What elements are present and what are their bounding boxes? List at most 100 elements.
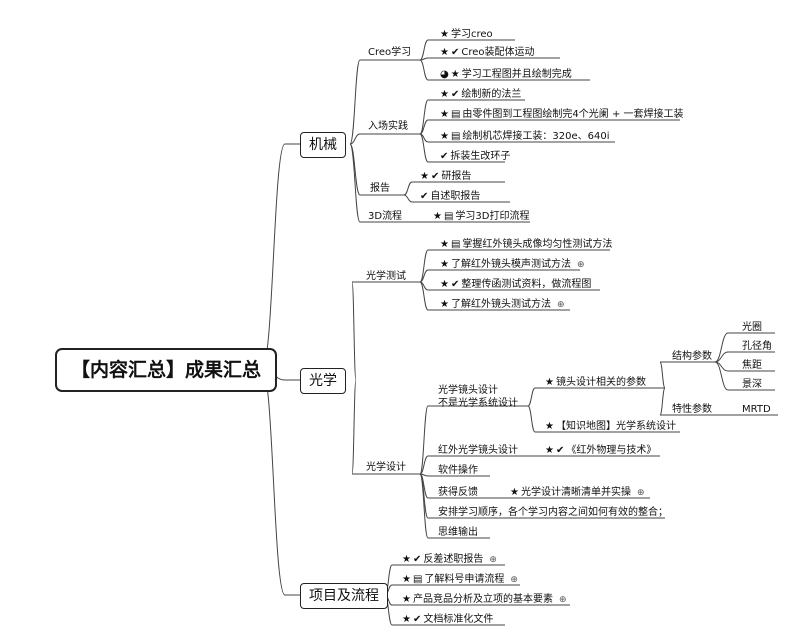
check-circle-icon: ✔ (420, 191, 429, 202)
check-circle-icon: ✔ (450, 279, 460, 290)
struct-item-1[interactable]: 光圈 (742, 322, 762, 333)
link-icon: ⊕ (556, 300, 565, 310)
connector (419, 133, 436, 163)
report-item-2[interactable]: ✔自述职报告 (420, 191, 481, 202)
link-icon: ⊕ (510, 575, 518, 585)
project-item-3[interactable]: ★产品竞品分析及立项的基本要素⊕ (402, 594, 567, 605)
perf-params[interactable]: 特性参数 (672, 404, 712, 415)
creo-item-1[interactable]: ★学习creo (440, 29, 493, 40)
check-circle-icon: ✔ (440, 151, 449, 162)
star-icon: ★ (440, 89, 449, 100)
lens-design[interactable]: 光学镜头设计 不是光学系统设计 (438, 385, 518, 409)
onboarding-item-3[interactable]: ★▤绘制机芯焊接工装：320e、640i (440, 131, 610, 142)
document-icon: ▤ (450, 109, 461, 120)
connector (419, 473, 434, 539)
ir-design[interactable]: 红外光学镜头设计 (438, 445, 518, 456)
connector (527, 387, 541, 407)
star-icon: ★ (440, 279, 449, 290)
pie-progress-icon: ◕ (440, 69, 449, 80)
check-circle-icon: ✔ (430, 171, 440, 182)
creo-item-3[interactable]: ◕★学习工程图并且绘制完成 (440, 69, 572, 80)
star-icon: ★ (433, 211, 442, 222)
connector (261, 367, 300, 596)
root-node[interactable]: 【内容汇总】成果汇总 (55, 348, 278, 392)
connector (351, 281, 360, 381)
connector (527, 405, 541, 433)
test-item-2[interactable]: ★了解红外镜头模声测试方法⊕ (440, 259, 585, 270)
creo-item-2[interactable]: ★✔Creo装配体运动 (440, 47, 535, 58)
machinery-onboarding[interactable]: 入场实践 (368, 121, 408, 132)
star-icon: ★ (545, 421, 554, 432)
test-item-3[interactable]: ★✔整理传函测试资料，做流程图 (440, 279, 592, 290)
report-item-1[interactable]: ★✔研报告 (420, 171, 472, 182)
connector (419, 57, 436, 61)
star-icon: ★ (420, 171, 429, 182)
connector (419, 473, 434, 477)
get-feedback[interactable]: 获得反馈 (438, 487, 478, 498)
link-icon: ⊕ (558, 595, 567, 605)
star-icon: ★ (402, 614, 411, 625)
machinery-report[interactable]: 报告 (370, 183, 390, 194)
connector (419, 455, 434, 475)
branch-project[interactable]: 项目及流程 (300, 583, 388, 609)
connector (419, 405, 434, 475)
star-icon: ★ (440, 299, 449, 310)
branch-optics[interactable]: 光学 (300, 368, 346, 394)
feedback-item[interactable]: ★光学设计清晰清单并实操⊕ (510, 487, 645, 498)
connector (419, 99, 436, 135)
thinking-output[interactable]: 思维输出 (438, 527, 478, 538)
star-icon: ★ (440, 109, 449, 120)
check-circle-icon: ✔ (555, 445, 565, 456)
optics-design[interactable]: 光学设计 (366, 462, 406, 473)
star-icon: ★ (545, 377, 554, 388)
connector (349, 133, 366, 145)
star-icon: ★ (440, 29, 449, 40)
struct-item-2[interactable]: 孔径角 (742, 341, 772, 352)
connector (659, 387, 668, 416)
onboarding-item-2[interactable]: ★▤由零件图到工程图绘制完4个光阑 + 一套焊接工装 (440, 109, 684, 120)
ir-item[interactable]: ★✔《红外物理与技术》 (545, 445, 657, 456)
struct-item-3[interactable]: 焦距 (742, 360, 762, 371)
lens-item-1[interactable]: ★镜头设计相关的参数 (545, 377, 646, 388)
connector (714, 332, 738, 363)
star-icon: ★ (440, 239, 449, 250)
struct-params[interactable]: 结构参数 (672, 351, 712, 362)
perf-item-1[interactable]: MRTD (742, 404, 771, 415)
link-icon: ⊕ (489, 555, 497, 565)
connector (351, 379, 360, 475)
check-circle-icon: ✔ (412, 554, 422, 565)
project-item-2[interactable]: ★▤了解料号申请流程⊕ (402, 574, 518, 585)
lens-item-2[interactable]: ★【知识地图】光学系统设计 (545, 421, 676, 432)
document-icon: ▤ (450, 239, 461, 250)
struct-item-4[interactable]: 景深 (742, 379, 762, 390)
star-icon: ★ (402, 554, 411, 565)
star-icon: ★ (402, 574, 411, 585)
project-item-4[interactable]: ★✔文档标准化文件 (402, 614, 494, 625)
software-ops[interactable]: 软件操作 (438, 465, 478, 476)
branch-machinery[interactable]: 机械 (300, 132, 346, 158)
connector (261, 143, 300, 369)
project-item-1[interactable]: ★✔反差述职报告⊕ (402, 554, 497, 565)
connector (403, 194, 418, 203)
document-icon: ▤ (450, 131, 461, 142)
star-icon: ★ (440, 47, 449, 58)
3d-item-1[interactable]: ★▤学习3D打印流程 (433, 211, 530, 222)
connector (419, 39, 436, 61)
connector (349, 143, 366, 223)
machinery-creo[interactable]: Creo学习 (368, 47, 412, 58)
test-item-4[interactable]: ★了解红外镜头测试方法⊕ (440, 299, 565, 310)
connector (419, 119, 436, 135)
check-circle-icon: ✔ (412, 614, 422, 625)
connector (419, 59, 436, 81)
connector (419, 269, 436, 283)
check-circle-icon: ✔ (450, 89, 460, 100)
test-item-1[interactable]: ★▤掌握红外镜头成像均匀性测试方法 (440, 239, 613, 250)
onboarding-item-1[interactable]: ★✔绘制新的法兰 (440, 89, 522, 100)
machinery-3d[interactable]: 3D流程 (368, 211, 403, 222)
connector (349, 59, 366, 145)
optics-test[interactable]: 光学测试 (366, 271, 406, 282)
study-order[interactable]: 安排学习顺序，各个学习内容之间如何有效的整合； (438, 507, 668, 518)
connector (419, 249, 436, 283)
star-icon: ★ (440, 131, 449, 142)
onboarding-item-4[interactable]: ✔拆装生改环子 (440, 151, 511, 162)
